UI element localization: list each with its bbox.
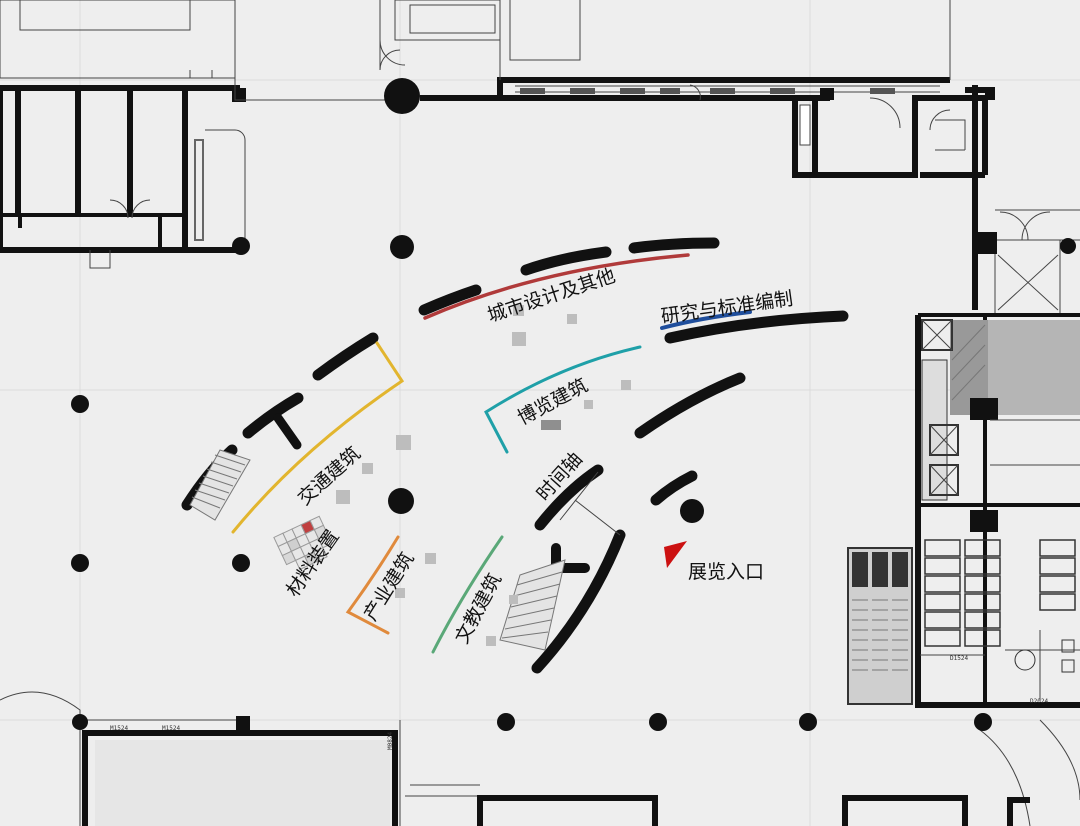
- escalators: [847, 547, 913, 705]
- education-zone-curve: [431, 535, 504, 654]
- research-zone-curve: [660, 310, 752, 330]
- plan-label-d2024: D2024: [1030, 698, 1048, 705]
- top-center-rooms: [234, 0, 951, 114]
- transport-zone-curve: [231, 341, 405, 534]
- columns: [71, 235, 992, 731]
- exhibit-boxes: [336, 305, 631, 646]
- exhibition-zone-curve: [484, 345, 642, 454]
- urban-zone-curve: [423, 253, 690, 320]
- plan-label-d1524: D1524: [950, 655, 968, 662]
- stairs: [189, 449, 621, 651]
- top-right-rooms: [792, 85, 1080, 316]
- exhibit-walls: [181, 237, 849, 674]
- material-installation: [273, 515, 333, 571]
- plan-label-m0824: M0824: [387, 732, 394, 750]
- top-left-rooms: [0, 0, 250, 269]
- entrance-arrow-icon: [664, 541, 687, 568]
- bottom-rooms: M1524 M1524 M0824: [0, 691, 1080, 826]
- industry-zone-curve: [345, 535, 400, 635]
- right-building: D1524 D2024: [915, 313, 1080, 708]
- label-entrance: 展览入口: [688, 561, 764, 583]
- plan-label-m1524-b: M1524: [162, 725, 180, 732]
- plan-label-m1524-a: M1524: [110, 725, 128, 732]
